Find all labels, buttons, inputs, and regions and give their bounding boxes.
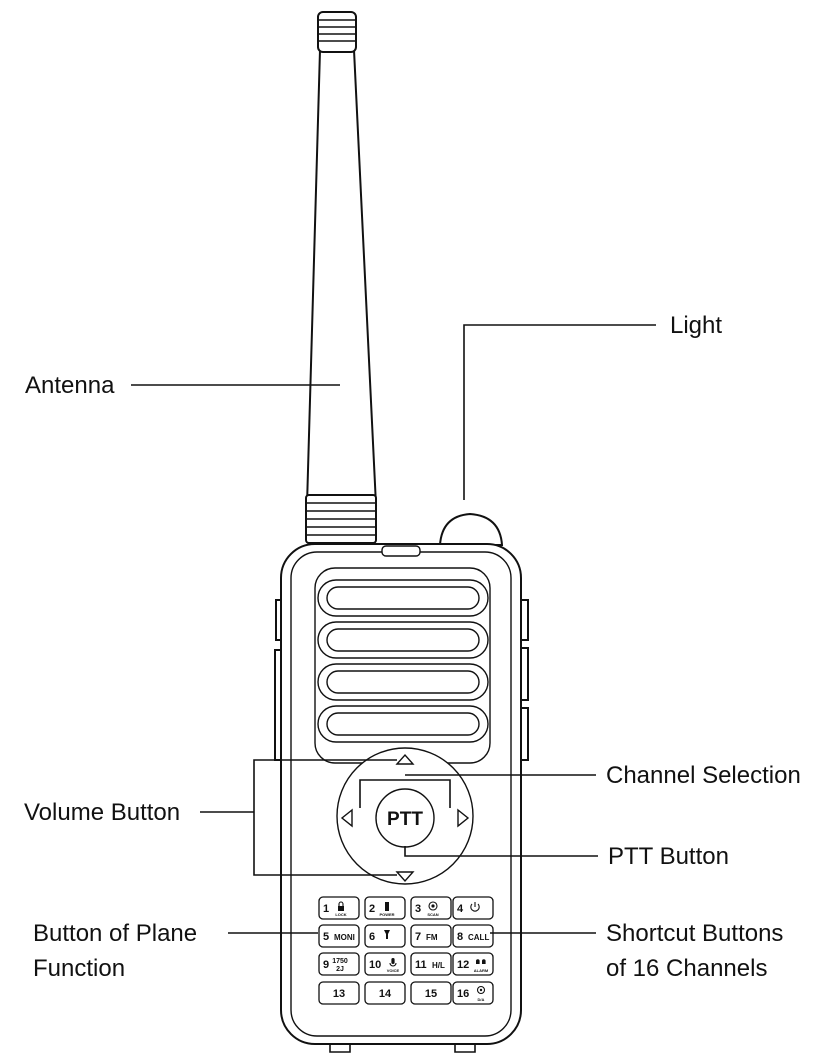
- light-knob: [438, 512, 504, 546]
- keypad-key-sublabel: VOICE: [387, 968, 400, 973]
- ptt-leader: [404, 846, 598, 857]
- ptt-button-callout-label: PTT Button: [608, 843, 729, 870]
- keypad-key-6[interactable]: 6: [364, 924, 406, 948]
- keypad-key-text: H/L: [432, 961, 445, 970]
- antenna: [305, 11, 378, 544]
- keypad-key-number: 1: [323, 903, 329, 915]
- keypad-key-number: 15: [425, 988, 437, 1000]
- keypad-key-14[interactable]: 14: [364, 981, 406, 1005]
- keypad-key-sublabel: D/A: [478, 997, 485, 1002]
- volume-down-arrow: [395, 871, 415, 883]
- keypad-key-8[interactable]: 8 CALL: [452, 924, 494, 948]
- keypad-key-sublabel: POWER: [379, 912, 394, 917]
- keypad-key-number: 13: [333, 988, 345, 1000]
- shortcut-buttons-label-line1: Shortcut Buttons: [606, 920, 783, 947]
- plane-function-label-line1: Button of Plane: [33, 920, 197, 947]
- keypad-key-text: CALL: [468, 933, 489, 942]
- scan-icon: [428, 901, 438, 911]
- mic-icon: [389, 958, 397, 967]
- navigation-pad[interactable]: PTT: [336, 747, 474, 885]
- keypad-key-text: FM: [426, 933, 438, 942]
- keypad-key-4[interactable]: 4: [452, 896, 494, 920]
- channel-left-arrow: [340, 808, 353, 828]
- keypad-key-number: 6: [369, 931, 375, 943]
- keypad-key-text: MONI: [334, 933, 355, 942]
- channel-selection-label: Channel Selection: [606, 762, 801, 789]
- keypad-key-number: 7: [415, 931, 421, 943]
- keypad-key-15[interactable]: 15: [410, 981, 452, 1005]
- keypad-key-text2: 2J: [336, 966, 344, 973]
- plane-function-label-line2: Function: [33, 955, 125, 982]
- speaker-grille: [314, 567, 491, 764]
- battery-icon: [385, 902, 389, 911]
- keypad-key-sublabel: ALARM: [474, 968, 489, 973]
- lock-icon: [338, 901, 344, 911]
- keypad-key-number: 3: [415, 903, 421, 915]
- keypad-key-number: 16: [457, 988, 469, 1000]
- keypad-key-5[interactable]: 5 MONI: [318, 924, 360, 948]
- keypad-key-number: 12: [457, 959, 469, 971]
- keypad-key-number: 14: [379, 988, 392, 1000]
- keypad-key-number: 2: [369, 903, 375, 915]
- alarm-icon: [476, 959, 486, 964]
- keypad-key-number: 10: [369, 959, 381, 971]
- volume-bracket: [253, 759, 397, 876]
- antenna-label: Antenna: [25, 372, 115, 399]
- ptt-button-label: PTT: [387, 809, 423, 830]
- keypad-key-13[interactable]: 13: [318, 981, 360, 1005]
- side-buttons: [274, 599, 529, 761]
- settings-icon: [476, 985, 486, 995]
- volume-button-label: Volume Button: [24, 799, 180, 826]
- power-icon: [470, 902, 480, 912]
- channel-right-arrow: [457, 808, 470, 828]
- keypad-key-11[interactable]: 11 H/L: [410, 952, 452, 976]
- keypad-key-7[interactable]: 7 FM: [410, 924, 452, 948]
- shortcut-buttons-label-line2: of 16 Channels: [606, 955, 767, 982]
- light-leader: [463, 324, 656, 500]
- labels: Antenna Light Volume Button Channel Sele…: [24, 312, 801, 982]
- keypad-key-number: 4: [457, 903, 464, 915]
- keypad-key-sublabel: SCAN: [427, 912, 438, 917]
- light-label: Light: [670, 312, 722, 339]
- flashlight-icon: [384, 930, 390, 939]
- keypad-key-text: 1750: [332, 958, 348, 965]
- channel-bracket: [359, 779, 451, 808]
- keypad-key-sublabel: LOCK: [335, 912, 346, 917]
- keypad-key-number: 11: [415, 959, 427, 971]
- keypad-key-number: 8: [457, 931, 463, 943]
- callout-lines: [131, 324, 656, 934]
- keypad-key-number: 9: [323, 959, 329, 971]
- keypad-key-number: 5: [323, 931, 329, 943]
- volume-up-arrow: [395, 753, 415, 765]
